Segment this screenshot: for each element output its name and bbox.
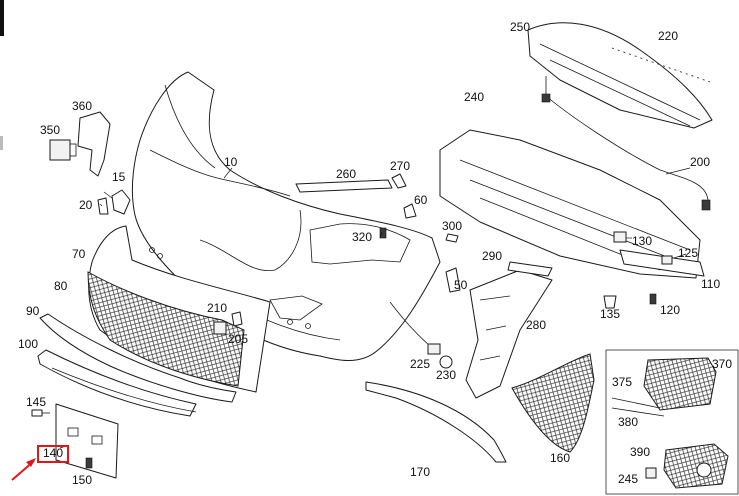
part-15-clip <box>111 189 131 215</box>
edge-mark <box>0 136 3 150</box>
label-110: 110 <box>701 277 720 291</box>
label-135: 135 <box>600 307 620 321</box>
part-125-nut <box>661 255 673 265</box>
part-145-bolt <box>31 409 50 417</box>
label-145: 145 <box>26 395 46 409</box>
label-375: 375 <box>612 375 632 389</box>
label-240: 240 <box>464 90 484 104</box>
part-80-grille-mesh <box>87 271 245 387</box>
part-250-crossmember <box>527 22 713 129</box>
part-60-clip <box>403 203 417 219</box>
label-70: 70 <box>72 247 86 261</box>
part-205-cap <box>213 321 227 335</box>
part-300-clip <box>445 233 459 243</box>
edge-mark <box>0 0 4 36</box>
label-205: 205 <box>228 332 248 346</box>
label-80: 80 <box>54 279 68 293</box>
label-220: 220 <box>658 29 678 43</box>
highlight-box <box>37 445 69 463</box>
part-320-screw <box>379 227 387 239</box>
part-350-sensor <box>49 139 77 161</box>
label-280: 280 <box>526 318 546 332</box>
part-360-bracket <box>77 111 111 177</box>
part-100-lower-trim <box>37 349 197 417</box>
label-140: 140 <box>43 446 63 460</box>
part-210-clip <box>231 311 243 327</box>
label-120: 120 <box>660 303 680 317</box>
label-10: 10 <box>224 155 238 169</box>
part-230-clip <box>439 355 453 369</box>
part-90-trim-strip <box>39 313 237 403</box>
label-225: 225 <box>410 357 430 371</box>
label-170: 170 <box>410 465 430 479</box>
label-50: 50 <box>454 278 468 292</box>
label-360: 360 <box>72 99 92 113</box>
part-170-lower-trim <box>365 381 507 463</box>
part-135-clip <box>603 295 617 309</box>
highlight-140 <box>11 445 69 481</box>
highlight-arrow-head <box>26 458 36 467</box>
part-140-license-plate-bracket <box>55 403 119 479</box>
label-245: 245 <box>618 472 638 486</box>
label-350: 350 <box>40 123 60 137</box>
label-210: 210 <box>207 301 227 315</box>
label-290: 290 <box>482 249 502 263</box>
label-60: 60 <box>414 193 428 207</box>
part-240-underbody-panel <box>439 129 701 279</box>
label-90: 90 <box>26 304 40 318</box>
part-290-bracket <box>507 261 553 277</box>
inset-detail-box <box>605 349 739 495</box>
part-200-cable <box>541 76 711 211</box>
label-20: 20 <box>79 198 93 212</box>
label-260: 260 <box>336 167 356 181</box>
label-15: 15 <box>112 170 126 184</box>
part-260-trim-strip <box>295 179 393 193</box>
part-270-clip <box>391 173 407 189</box>
label-200: 200 <box>690 155 710 169</box>
label-300: 300 <box>442 219 462 233</box>
label-270: 270 <box>390 159 410 173</box>
label-320: 320 <box>352 230 372 244</box>
callout-labels: 10 15 20 50 60 70 80 90 100 110 120 125 … <box>18 20 732 487</box>
part-20-clip <box>97 197 109 215</box>
label-370: 370 <box>712 357 732 371</box>
part-50-clip <box>445 267 461 293</box>
label-390: 390 <box>630 445 650 459</box>
label-250: 250 <box>510 20 530 34</box>
label-100: 100 <box>18 337 38 351</box>
label-160: 160 <box>550 451 570 465</box>
part-225-wiring <box>389 301 441 355</box>
label-130: 130 <box>632 234 652 248</box>
part-160-side-grille <box>511 353 595 453</box>
label-230: 230 <box>436 368 456 382</box>
label-150: 150 <box>72 473 92 487</box>
part-130-clip <box>613 231 627 243</box>
part-120-screw <box>649 293 657 305</box>
label-380: 380 <box>618 415 638 429</box>
label-125: 125 <box>678 246 698 260</box>
